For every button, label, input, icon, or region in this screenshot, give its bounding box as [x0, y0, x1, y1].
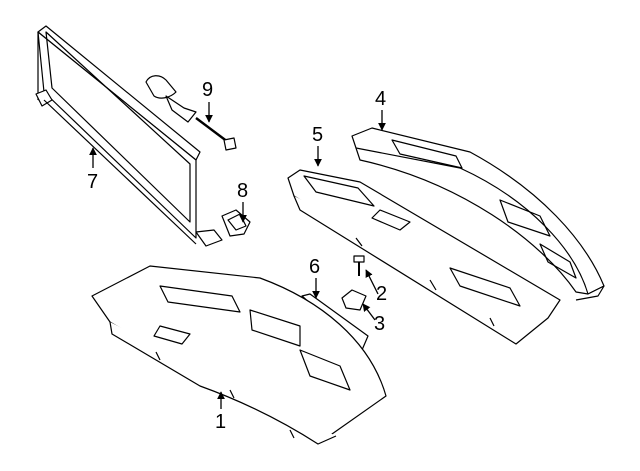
callout-arrows [89, 102, 386, 409]
callout-1: 1 [215, 411, 227, 433]
package-tray-upper [351, 127, 605, 301]
clip-part [221, 209, 251, 237]
bracket-part [341, 289, 367, 311]
package-tray-lower [91, 265, 387, 445]
callout-7: 7 [87, 171, 99, 193]
rear-panel-middle [287, 169, 561, 345]
callout-8: 8 [237, 180, 249, 202]
bolt-part [353, 255, 365, 276]
callout-5: 5 [312, 124, 324, 146]
callout-2: 2 [376, 283, 388, 305]
callout-4: 4 [375, 88, 387, 110]
callout-3: 3 [374, 313, 386, 335]
tool-part [145, 75, 237, 151]
callout-9: 9 [202, 79, 214, 101]
cargo-cover-screen [35, 25, 223, 247]
callout-6: 6 [309, 256, 321, 278]
